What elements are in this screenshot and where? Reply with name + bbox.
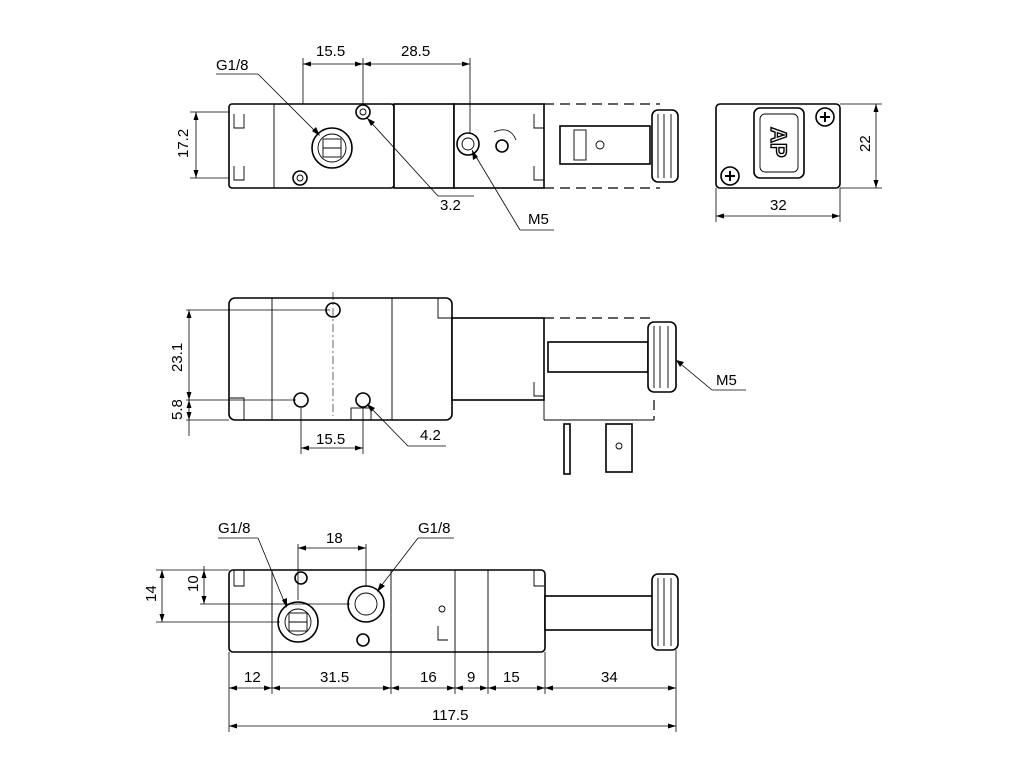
dim-4-2: 4.2	[420, 427, 441, 444]
mounting-hole	[293, 392, 309, 408]
ap-logo: AP	[765, 126, 791, 158]
top-view: 15.5 28.5 G1/8 17.2 3.2 M5	[175, 43, 679, 231]
logo-plate	[753, 107, 805, 179]
label-m5-side: M5	[716, 372, 737, 389]
pilot-port-m5	[456, 132, 480, 156]
coil-bottom	[544, 595, 656, 631]
end-view: AP 22 32	[715, 103, 882, 222]
dim-34: 34	[601, 669, 618, 686]
port-g18-right	[347, 585, 385, 623]
dim-18: 18	[326, 530, 343, 547]
manual-override	[495, 139, 509, 153]
dim-17-2: 17.2	[175, 129, 192, 158]
dim-32: 32	[770, 197, 787, 214]
label-g18: G1/8	[216, 57, 249, 74]
dim-5-8: 5.8	[169, 399, 186, 420]
svg-text:AP: AP	[766, 127, 791, 158]
mounting-hole	[355, 392, 371, 408]
dim-14: 14	[143, 585, 160, 602]
dim-3-2: 3.2	[440, 197, 461, 214]
coil-tube	[547, 341, 649, 373]
dim-28-5: 28.5	[401, 43, 430, 60]
bottom-view: G1/8 G1/8 18 14 10	[143, 520, 679, 732]
connector-cap-bottom	[651, 573, 679, 651]
valve-mid-block	[393, 103, 455, 189]
mounting-hole	[292, 170, 308, 186]
mounting-hole	[356, 633, 370, 647]
mounting-hole	[294, 571, 308, 585]
dim-15-5: 15.5	[316, 43, 345, 60]
label-m5-top: M5	[528, 211, 549, 228]
connector-cap-side	[647, 321, 677, 393]
coil-stem	[559, 125, 651, 165]
dim-117-5: 117.5	[432, 707, 468, 724]
dim-31-5: 31.5	[320, 669, 349, 686]
dim-22: 22	[857, 135, 874, 152]
dim-23-1: 23.1	[169, 343, 186, 372]
dim-16: 16	[420, 669, 437, 686]
dim-9: 9	[467, 669, 475, 686]
dim-15-5-side: 15.5	[316, 431, 345, 448]
dim-15: 15	[503, 669, 520, 686]
pin	[563, 423, 571, 475]
valve-body-side	[228, 297, 453, 421]
dim-10: 10	[185, 575, 202, 592]
solenoid-side	[451, 317, 545, 401]
side-view: 23.1 5.8 15.5 4.2 M5	[169, 292, 746, 475]
mounting-hole	[355, 104, 371, 120]
pin	[605, 423, 633, 473]
label-g18-right: G1/8	[418, 520, 451, 537]
label-g18-left: G1/8	[218, 520, 251, 537]
dim-12: 12	[244, 669, 261, 686]
connector-cap	[651, 109, 679, 183]
